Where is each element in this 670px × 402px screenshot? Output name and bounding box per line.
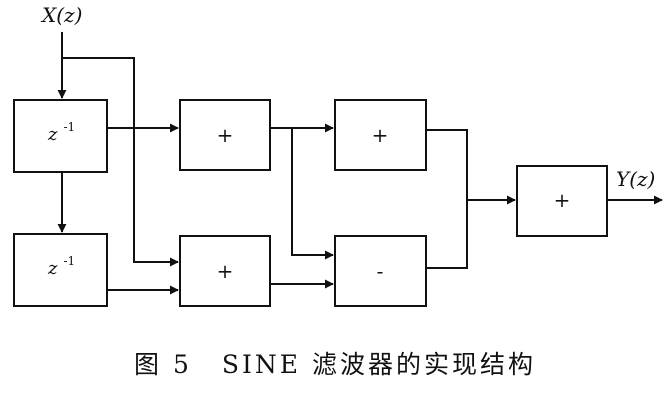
delay-block-bottom: z -1: [13, 233, 108, 307]
output-label: Y(z): [616, 167, 655, 191]
subtractor-symbol: -: [377, 259, 384, 283]
wire-adder-top-left-to-subtractor: [291, 128, 334, 260]
delay-top-exponent: -1: [63, 120, 75, 134]
wire-input-to-adder-bottom-left: [62, 57, 179, 267]
figure-caption: 图 5 SINE 滤波器的实现结构: [0, 345, 670, 381]
svg-text:z-1: z -1: [47, 120, 75, 145]
wire-adder-top-right-to-output-adder: [426, 129, 516, 205]
subtractor-block: -: [334, 235, 427, 307]
adder-block-bottom-left: +: [179, 235, 271, 307]
adder-bottom-left-symbol: +: [217, 259, 234, 283]
adder-output-symbol: +: [554, 188, 571, 212]
delay-top-label: z: [47, 124, 58, 145]
adder-block-output: +: [516, 165, 608, 237]
adder-top-right-symbol: +: [372, 123, 389, 147]
delay-bottom-exponent: -1: [63, 254, 75, 268]
input-label: X(z): [40, 3, 82, 27]
adder-top-left-symbol: +: [217, 123, 234, 147]
wire-subtractor-to-output-adder: [426, 200, 468, 269]
delay-bottom-label: z: [47, 258, 58, 279]
adder-block-top-left: +: [179, 99, 271, 171]
caption-text: SINE 滤波器的实现结构: [221, 350, 536, 379]
filter-block-diagram: X(z) z -1 z -1 + + +: [13, 3, 663, 307]
delay-block-top: z -1: [13, 99, 108, 173]
figure-number: 图 5: [134, 350, 192, 379]
svg-text:z-1: z -1: [47, 254, 75, 279]
adder-block-top-right: +: [334, 99, 427, 171]
